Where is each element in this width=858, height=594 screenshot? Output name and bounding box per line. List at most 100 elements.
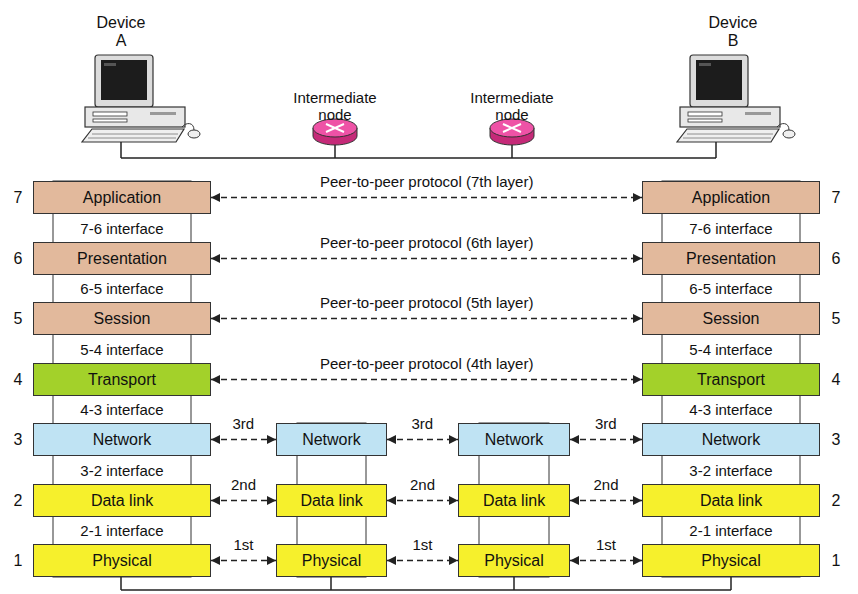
layer-name: Network bbox=[302, 431, 361, 449]
layer-number: 1 bbox=[6, 552, 30, 570]
layer-number: 2 bbox=[824, 492, 848, 510]
protocol-label: 1st bbox=[596, 536, 616, 553]
node-caption: Intermediate node bbox=[462, 89, 562, 124]
peer-protocol-arrow bbox=[570, 560, 642, 562]
layer-number: 3 bbox=[824, 431, 848, 449]
computer-icon bbox=[82, 55, 200, 142]
layer-name: Transport bbox=[88, 371, 156, 389]
protocol-label: 2nd bbox=[231, 476, 256, 493]
protocol-label: 2nd bbox=[410, 476, 435, 493]
peer-protocol-arrow bbox=[211, 379, 642, 381]
layer-name: Network bbox=[702, 431, 761, 449]
physical-medium bbox=[121, 577, 731, 590]
router-icon bbox=[490, 119, 534, 145]
layer-number: 4 bbox=[6, 371, 30, 389]
protocol-label: 3rd bbox=[595, 415, 617, 432]
layer-box: Physical bbox=[458, 544, 570, 577]
device-label: Device A bbox=[90, 14, 152, 51]
peer-protocol-arrow bbox=[211, 197, 642, 199]
layer-number: 4 bbox=[824, 371, 848, 389]
protocol-label: 3rd bbox=[412, 415, 434, 432]
protocol-label: Peer-to-peer protocol (6th layer) bbox=[320, 234, 533, 251]
layer-number: 5 bbox=[6, 310, 30, 328]
layer-box: Network bbox=[458, 423, 570, 456]
peer-protocol-arrow bbox=[570, 439, 642, 441]
peer-protocol-arrow bbox=[387, 439, 458, 441]
layer-name: Session bbox=[703, 310, 760, 328]
layer-box: Data link bbox=[33, 484, 211, 517]
layer-name: Physical bbox=[484, 552, 544, 570]
layer-number: 1 bbox=[824, 552, 848, 570]
device-label: Device B bbox=[702, 14, 764, 51]
interface-label: 3-2 interface bbox=[54, 462, 190, 479]
protocol-label: Peer-to-peer protocol (5th layer) bbox=[320, 294, 533, 311]
layer-name: Application bbox=[692, 189, 770, 207]
layer-name: Data link bbox=[700, 492, 762, 510]
protocol-label: 1st bbox=[413, 536, 433, 553]
interface-label: 5-4 interface bbox=[54, 341, 190, 358]
protocol-label: Peer-to-peer protocol (4th layer) bbox=[320, 355, 533, 372]
layer-name: Data link bbox=[91, 492, 153, 510]
peer-protocol-arrow bbox=[211, 560, 276, 562]
peer-protocol-arrow bbox=[570, 500, 642, 502]
interface-label: 5-4 interface bbox=[663, 341, 799, 358]
layer-name: Data link bbox=[483, 492, 545, 510]
layer-number: 7 bbox=[824, 189, 848, 207]
node-caption: Intermediate node bbox=[285, 89, 385, 124]
layer-name: Network bbox=[93, 431, 152, 449]
interface-label: 3-2 interface bbox=[663, 462, 799, 479]
protocol-label: 3rd bbox=[233, 415, 255, 432]
layer-box: Session bbox=[33, 302, 211, 335]
layer-name: Application bbox=[83, 189, 161, 207]
layer-box: Network bbox=[276, 423, 387, 456]
layer-name: Physical bbox=[302, 552, 362, 570]
peer-protocol-arrow bbox=[211, 500, 276, 502]
peer-protocol-arrow bbox=[387, 500, 458, 502]
protocol-label: 2nd bbox=[594, 476, 619, 493]
layer-number: 6 bbox=[6, 250, 30, 268]
layer-box: Presentation bbox=[642, 242, 820, 275]
layer-number: 7 bbox=[6, 189, 30, 207]
peer-protocol-arrow bbox=[211, 439, 276, 441]
layer-box: Physical bbox=[33, 544, 211, 577]
layer-number: 5 bbox=[824, 310, 848, 328]
layer-box: Transport bbox=[33, 363, 211, 396]
layer-name: Physical bbox=[92, 552, 152, 570]
router-icon bbox=[313, 119, 357, 145]
interface-label: 4-3 interface bbox=[54, 401, 190, 418]
layer-box: Data link bbox=[458, 484, 570, 517]
computer-icon bbox=[677, 55, 795, 142]
interface-label: 6-5 interface bbox=[54, 280, 190, 297]
layer-number: 3 bbox=[6, 431, 30, 449]
layer-box: Presentation bbox=[33, 242, 211, 275]
layer-box: Physical bbox=[276, 544, 387, 577]
layer-box: Application bbox=[33, 181, 211, 214]
interface-label: 6-5 interface bbox=[663, 280, 799, 297]
interface-label: 7-6 interface bbox=[663, 220, 799, 237]
layer-name: Presentation bbox=[686, 250, 776, 268]
layer-number: 2 bbox=[6, 492, 30, 510]
layer-name: Network bbox=[485, 431, 544, 449]
layer-box: Network bbox=[642, 423, 820, 456]
layer-name: Data link bbox=[300, 492, 362, 510]
layer-box: Data link bbox=[642, 484, 820, 517]
peer-protocol-arrow bbox=[387, 560, 458, 562]
layer-box: Transport bbox=[642, 363, 820, 396]
interface-label: 7-6 interface bbox=[54, 220, 190, 237]
network-wire bbox=[121, 142, 716, 158]
layer-box: Session bbox=[642, 302, 820, 335]
layer-box: Network bbox=[33, 423, 211, 456]
peer-protocol-arrow bbox=[211, 318, 642, 320]
layer-box: Data link bbox=[276, 484, 387, 517]
peer-protocol-arrow bbox=[211, 258, 642, 260]
layer-name: Physical bbox=[701, 552, 761, 570]
layer-number: 6 bbox=[824, 250, 848, 268]
layer-name: Session bbox=[94, 310, 151, 328]
protocol-label: 1st bbox=[234, 536, 254, 553]
interface-label: 2-1 interface bbox=[663, 522, 799, 539]
layer-name: Transport bbox=[697, 371, 765, 389]
interface-label: 4-3 interface bbox=[663, 401, 799, 418]
interface-label: 2-1 interface bbox=[54, 522, 190, 539]
protocol-label: Peer-to-peer protocol (7th layer) bbox=[320, 173, 533, 190]
